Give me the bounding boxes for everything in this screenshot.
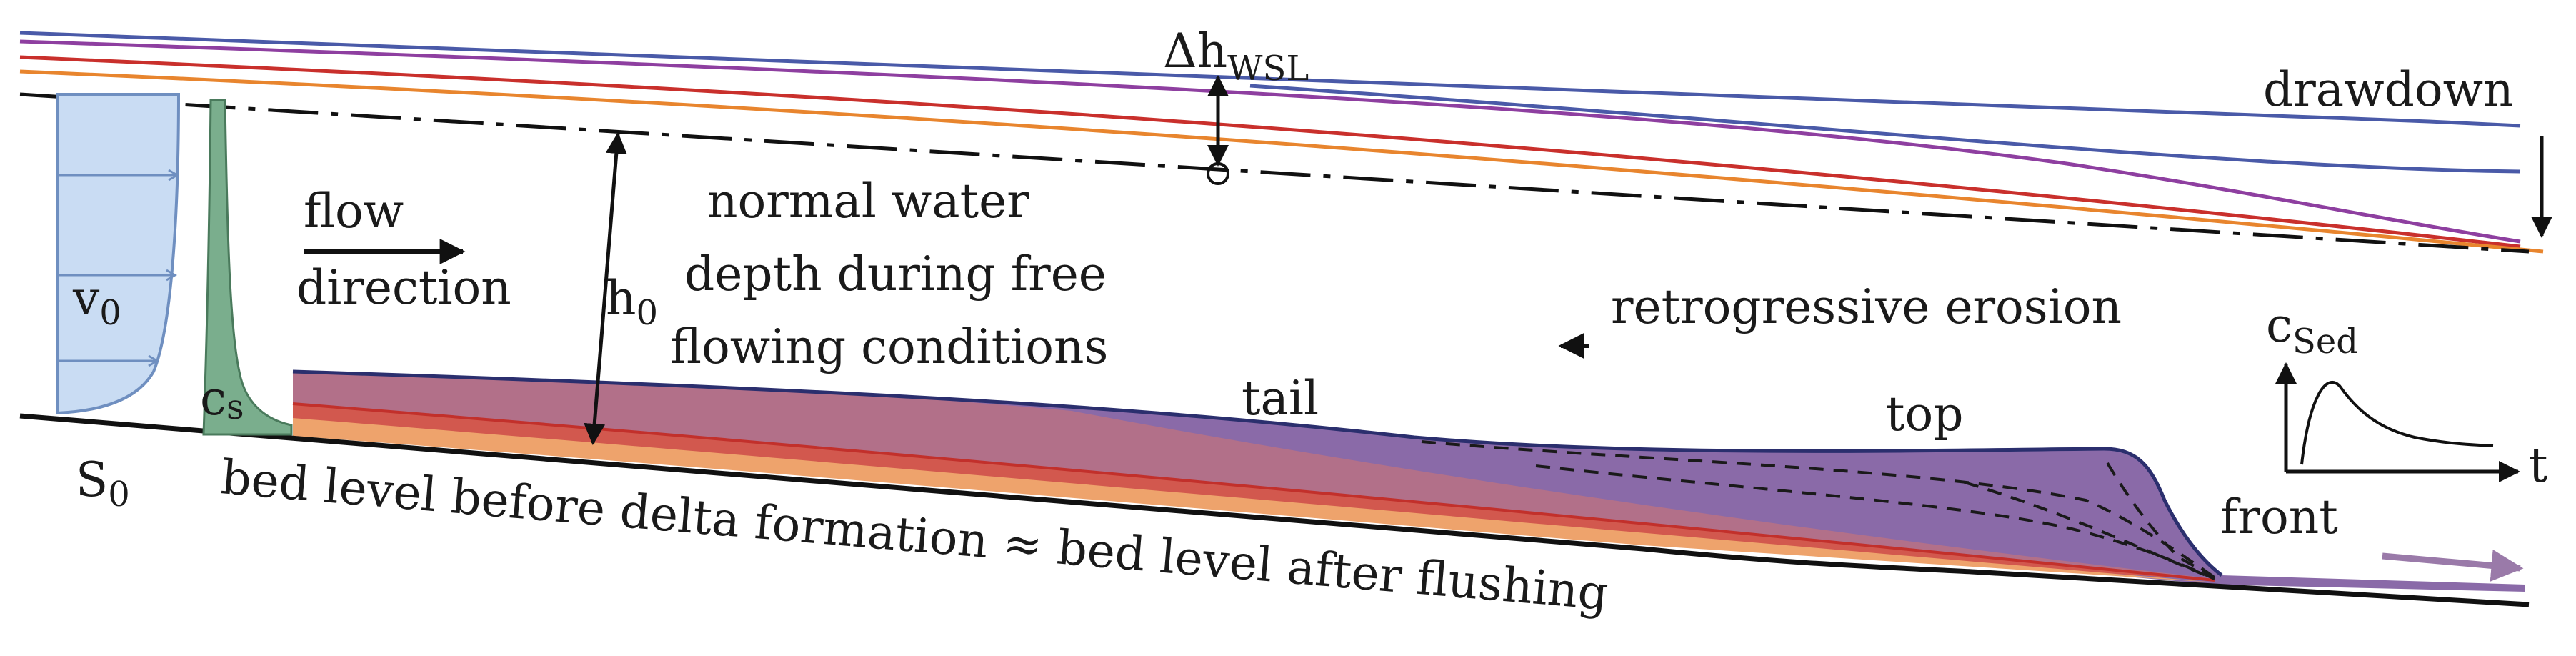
delta-intermediate-dashed-lines [1421,440,2216,580]
direction-label: direction [296,260,511,315]
delta-h-wsl-indicator [1207,75,1229,185]
velocity-arrow-1-head [168,169,179,182]
water-surface-lines [19,31,2544,254]
delta-layer-orange [293,418,2215,582]
concentration-profile-area [202,99,293,436]
v0-label: v0 [72,271,121,333]
front-propagation-arrow [2382,550,2524,582]
tail-label: tail [1242,371,1319,426]
velocity-profile [56,93,181,415]
velocity-profile-area [56,93,181,415]
velocity-arrow-3-head [148,354,159,367]
dashed-profile-4 [1964,481,2215,580]
velocity-arrow-2-head [166,269,177,282]
flow-label: flow [304,184,404,239]
normal-depth-line-2: depth during free [684,247,1107,302]
csed-time-inset [2275,362,2520,482]
h0-label: h0 [606,271,658,333]
delta-top-outline [292,369,2223,577]
csed-label: cSed [2266,298,2358,362]
normal-depth-line-3: flowing conditions [670,319,1108,374]
s0-label: S0 [76,452,130,515]
water-surface-blue-drawdown-line [1249,84,2521,174]
delta-red-boundary-line [292,402,2215,582]
delta-layer-mauve [293,372,2215,579]
wsl-reference-circle [1207,162,1229,185]
normal-water-level-dashdot-line [19,92,2530,254]
delta-deposit [292,369,2525,592]
normal-depth-line-1: normal water [707,174,1029,229]
delta-layer-red [293,404,2215,580]
water-surface-purple-line [19,39,2521,244]
dashed-profile-3 [2106,462,2215,579]
water-surface-blue-line [19,31,2521,128]
velocity-arrows [57,169,179,367]
front-label: front [2220,489,2338,545]
retrogressive-erosion-label: retrogressive erosion [1611,279,2122,334]
dashed-profile-2 [1535,464,2215,580]
bed-level-line [19,413,2530,607]
delta-h-wsl-label: ΔhWSL [1163,24,1309,89]
cs-label: cs [200,371,244,427]
water-surface-orange-line [19,69,2544,254]
csed-inset-curve [2300,381,2494,465]
top-label: top [1886,387,1964,442]
drawdown-label: drawdown [2263,62,2514,117]
h0-arrow [584,132,627,445]
t-axis-label: t [2529,438,2548,493]
dashed-profile-1 [1421,440,2216,579]
